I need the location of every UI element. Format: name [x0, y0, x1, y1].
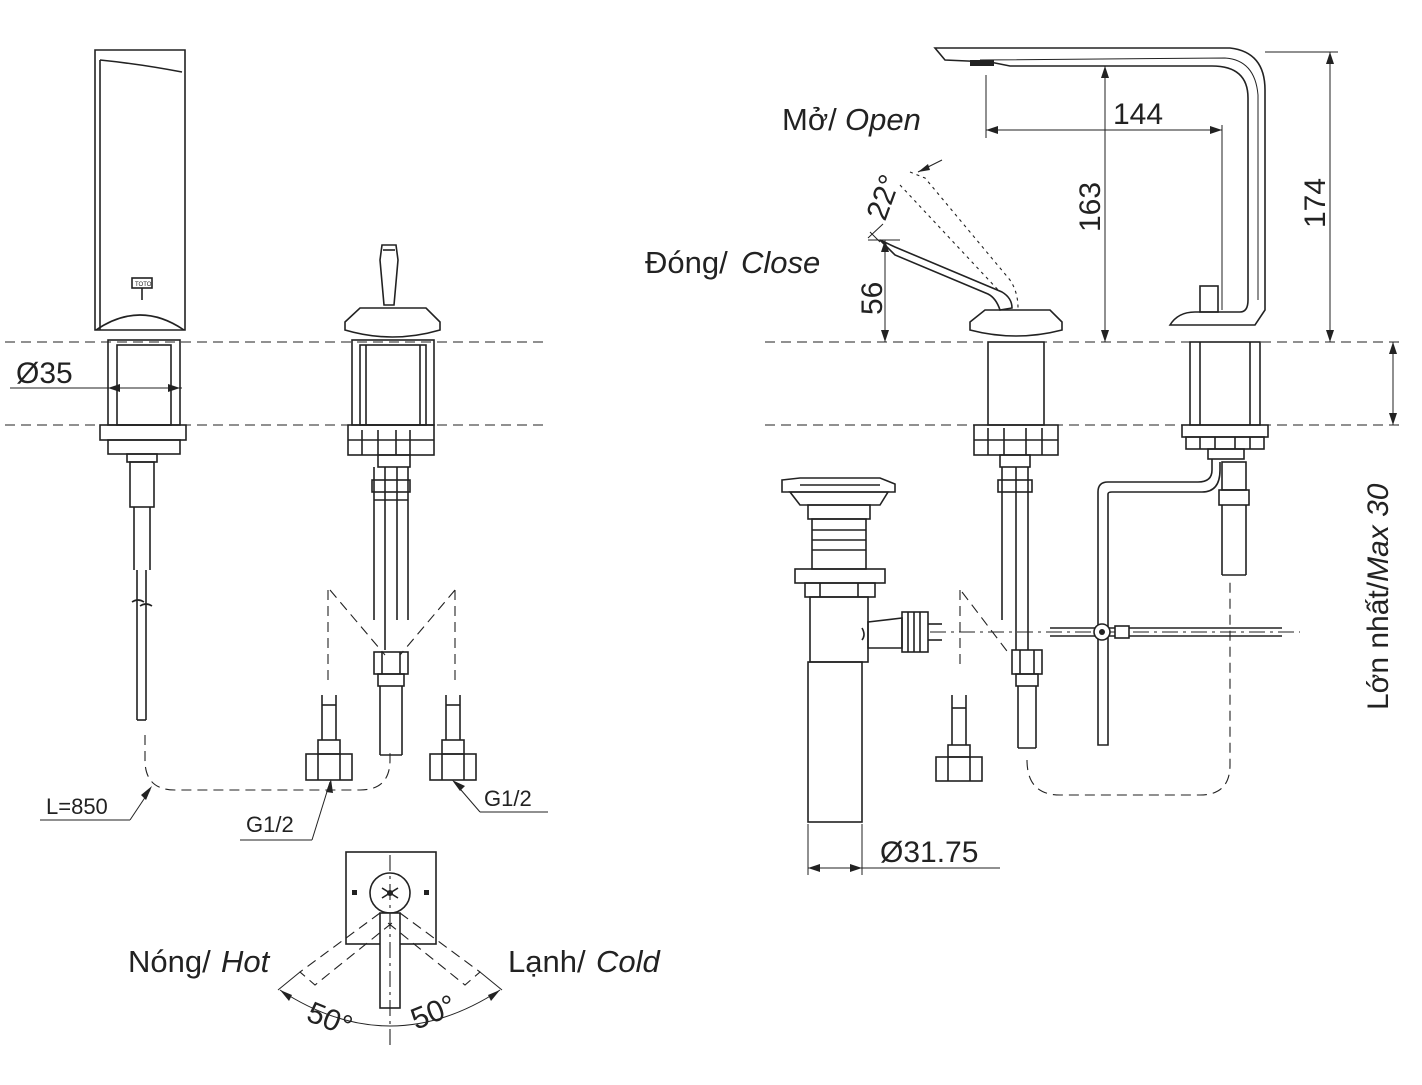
total-height-label: 174 [1299, 178, 1332, 228]
open-label: Mở/ [782, 102, 837, 137]
cold-label-en: Cold [596, 944, 662, 979]
hot-angle-label: 50° [302, 996, 356, 1044]
lever-dimensions: 56 22° [856, 159, 943, 342]
thread-cold-label: G1/2 [484, 786, 532, 811]
popup-drain [781, 477, 1300, 823]
hot-label: Nóng/ [128, 944, 211, 979]
thread-hot-label: G1/2 [246, 812, 294, 837]
spout-reach-dimension: 144 [985, 75, 1223, 310]
spout-side-view [933, 47, 1269, 746]
max-label-en: Max 30 [1362, 483, 1395, 582]
brand-logo: TOTO [135, 282, 152, 288]
close-label: Đóng/ [645, 245, 728, 280]
hot-label-en: Hot [221, 944, 271, 979]
deck-thickness-dimension: Lớn nhất/Max 30 [1362, 342, 1397, 710]
drain-diameter-label: Ø31.75 [880, 836, 978, 869]
diameter-35-label: Ø35 [16, 357, 73, 390]
lever-side-view [879, 171, 1231, 796]
spout-height-dimension: 163 [1030, 65, 1110, 342]
hose-route: L=850 [40, 735, 391, 821]
diameter-35-dimension: Ø35 [10, 350, 182, 395]
supply-valves-front [305, 589, 477, 781]
close-label-en: Close [741, 245, 820, 280]
handle-top-view [277, 851, 503, 1045]
handle-front-view [344, 244, 441, 756]
hose-length-label: L=850 [46, 794, 108, 819]
deck-reference-lines [5, 341, 1400, 426]
total-height-dimension: 174 [1265, 51, 1338, 342]
handle-side-view: TOTO [94, 49, 187, 721]
lever-height-label: 56 [856, 282, 889, 315]
cold-angle-label: 50° [406, 989, 460, 1037]
thread-leaders: G1/2 G1/2 [240, 779, 548, 841]
open-label-en: Open [845, 102, 921, 137]
svg-text:Lớn nhất/Max 30: Lớn nhất/Max 30 [1362, 483, 1395, 710]
lever-angle-label: 22° [861, 170, 908, 224]
spout-height-label: 163 [1074, 182, 1107, 232]
cold-label: Lạnh/ [508, 944, 586, 979]
diameter-31-75-dimension: Ø31.75 [807, 824, 1000, 875]
max-label-vn: Lớn nhất/ [1362, 581, 1395, 710]
spout-reach-label: 144 [1113, 98, 1163, 131]
